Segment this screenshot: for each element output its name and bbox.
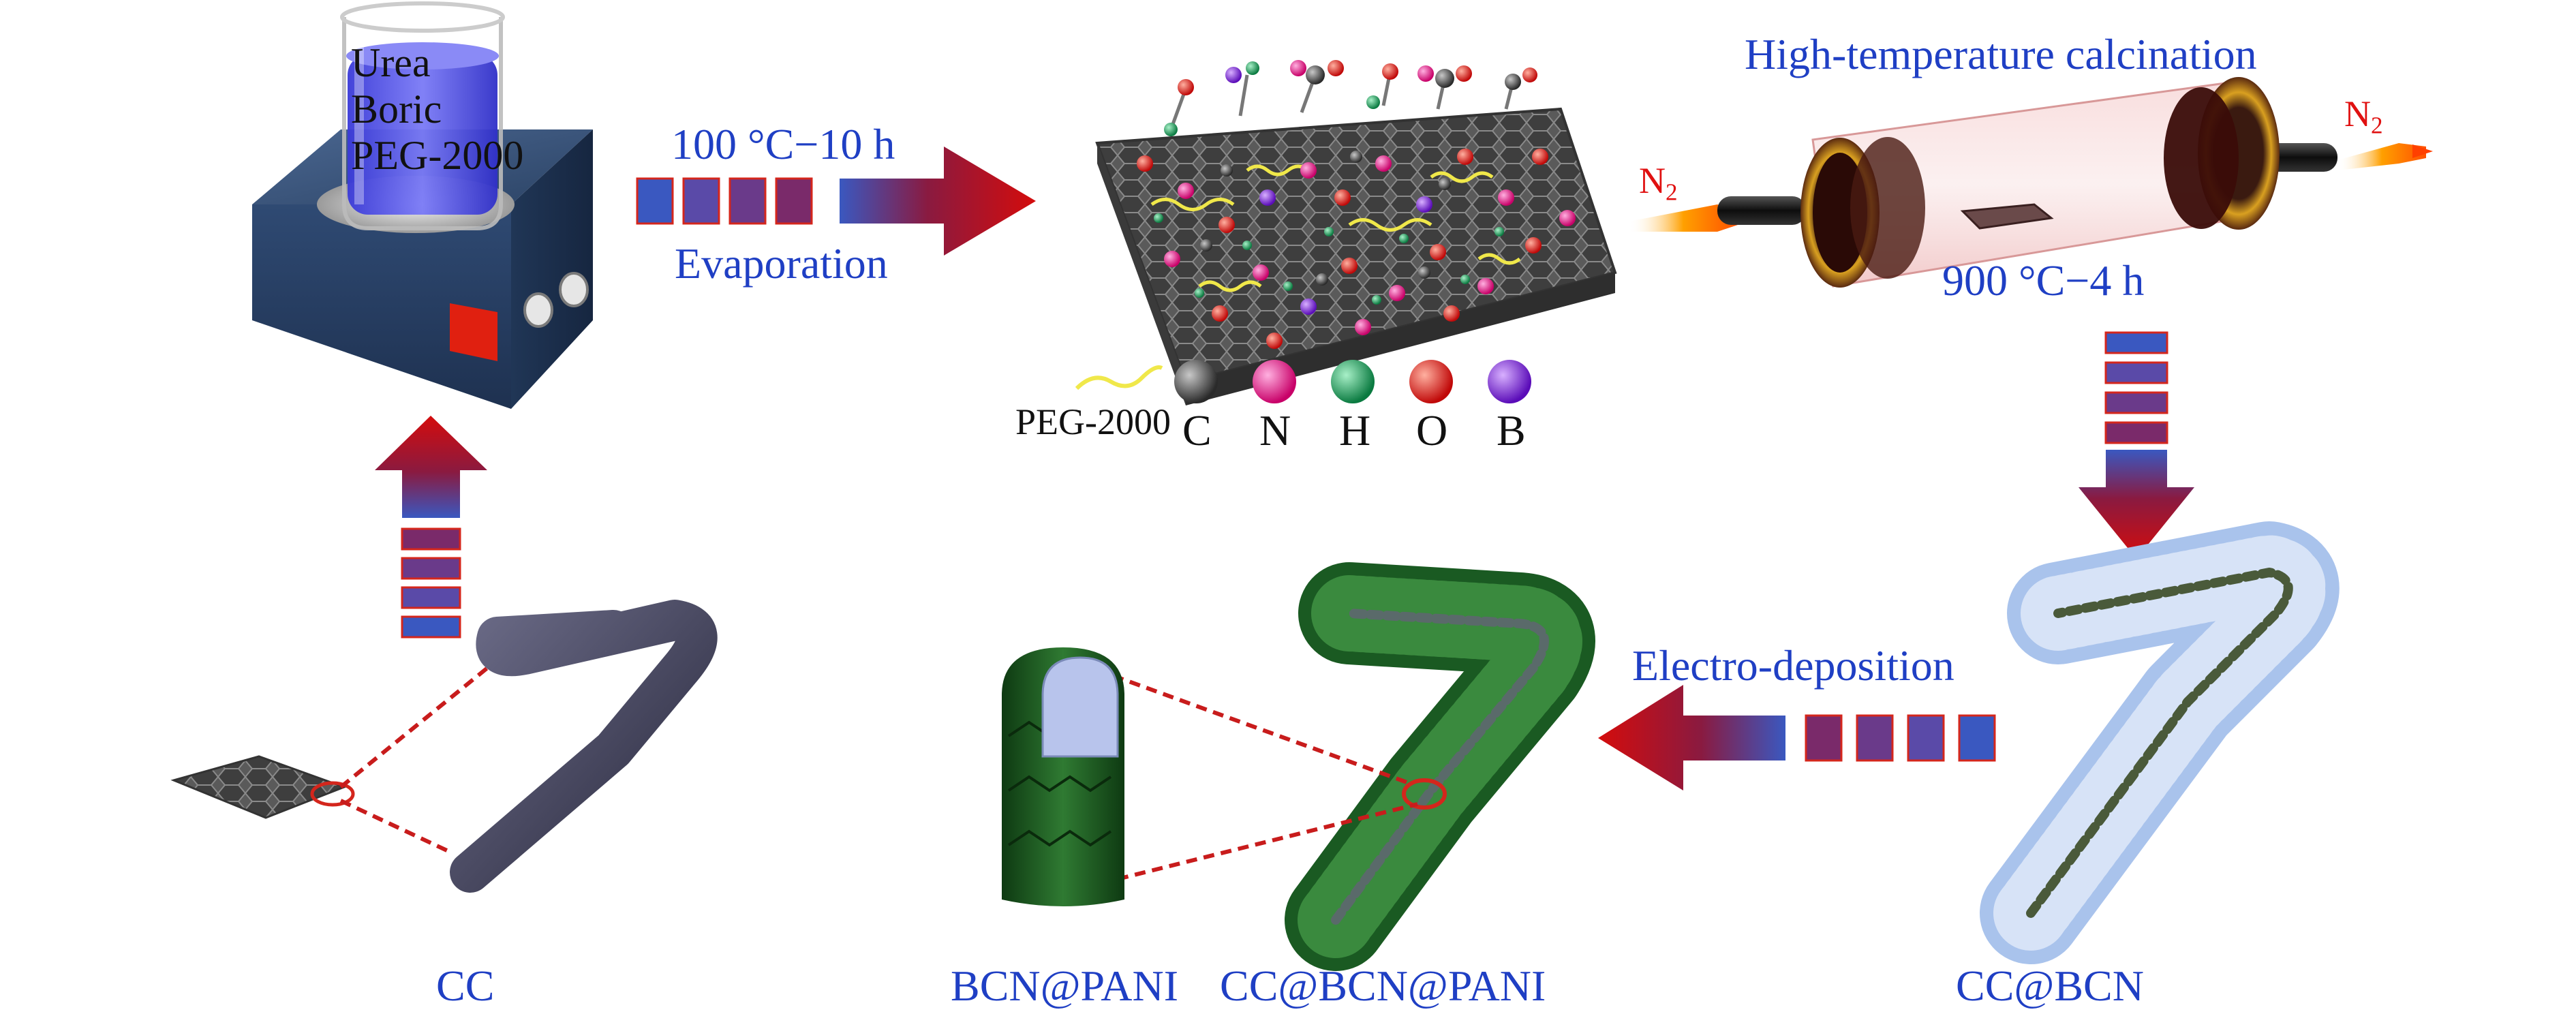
gas-in-label: N2	[1639, 160, 1678, 206]
cc-carbon-cloth	[170, 600, 718, 893]
rod-left	[1717, 196, 1806, 225]
beaker-label-peg: PEG-2000	[351, 133, 524, 178]
arrow3-seg-4	[1805, 714, 1843, 762]
step2-name: High-temperature calcination	[1745, 30, 2257, 78]
arrow2-seg-2	[2104, 361, 2168, 384]
arrow1-seg-3	[729, 177, 767, 225]
legend-atom-h	[1331, 360, 1375, 403]
arrow4-seg-2	[401, 586, 461, 609]
pani-zoom-marker	[1402, 778, 1447, 810]
beaker-rim	[340, 1, 505, 33]
sheet-edge-left	[1097, 143, 1186, 405]
legend-peg-swatch	[1075, 365, 1163, 390]
gas-out-arrow	[2337, 143, 2426, 170]
bcn-pani-pill	[1002, 647, 1124, 906]
cc-bcn-fiber	[1980, 521, 2340, 964]
arrow-evaporation	[636, 147, 1036, 256]
cc-bcn-pani-fiber	[1285, 562, 1595, 971]
arrow1-seg-2	[682, 177, 720, 225]
bcn-precursor-sheet	[1095, 60, 1617, 405]
tube-inner-right	[2164, 87, 2239, 229]
stirrer-knob-1	[523, 292, 553, 328]
gas-out-label: N2	[2344, 93, 2383, 139]
step1-name: Evaporation	[675, 239, 888, 288]
beaker	[340, 1, 505, 230]
cc-sheet	[170, 755, 348, 819]
legend	[1075, 360, 1531, 403]
cc-zoom-lines	[339, 652, 506, 854]
arrow4-seg-1	[401, 615, 461, 639]
surface-groups	[1164, 60, 1537, 136]
liquid-surface	[346, 42, 499, 70]
sample-boat	[1960, 203, 2054, 230]
peg-chains	[1150, 164, 1521, 292]
beaker-highlight	[354, 41, 364, 204]
pill-cutaway	[1041, 656, 1119, 758]
tube-furnace	[1629, 77, 2433, 288]
arrow4-seg-3	[401, 557, 461, 580]
legend-o-label: O	[1416, 406, 1448, 455]
bcn-fiber-core	[2026, 568, 2293, 918]
arrow-electrodeposition	[1598, 685, 1996, 790]
legend-atom-n	[1253, 360, 1296, 403]
legend-atom-o	[1409, 360, 1453, 403]
stirrer-side	[511, 129, 593, 409]
arrow3-head	[1598, 685, 1785, 790]
tube-inner-left	[1850, 137, 1925, 279]
legend-atom-b	[1488, 360, 1531, 403]
arrow1-seg-4	[775, 177, 813, 225]
legend-b-label: B	[1497, 406, 1526, 455]
cc-fiber	[450, 600, 718, 893]
label-cc: CC	[436, 962, 495, 1010]
legend-c-label: C	[1182, 406, 1212, 455]
legend-n-label: N	[1259, 406, 1291, 455]
beaker-liquid	[348, 55, 497, 215]
arrow4-head	[375, 416, 487, 518]
cc-zoom-marker	[310, 781, 355, 807]
arrow2-seg-1	[2104, 331, 2168, 354]
label-bcn-pani: BCN@PANI	[951, 962, 1178, 1010]
beaker-glass	[342, 17, 503, 230]
label-cc-bcn-pani: CC@BCN@PANI	[1220, 962, 1546, 1010]
sheet-atoms	[1137, 149, 1576, 349]
label-cc-bcn: CC@BCN	[1956, 962, 2144, 1010]
arrow-cc-to-precursor	[375, 416, 487, 639]
gas-in-arrow	[1629, 204, 1738, 232]
legend-peg-label: PEG-2000	[1015, 401, 1171, 442]
arrow2-seg-3	[2104, 391, 2168, 414]
arrow2-seg-4	[2104, 421, 2168, 444]
arrow1-seg-1	[636, 177, 674, 225]
step2-condition: 900 °C−4 h	[1942, 256, 2145, 305]
arrow-calcination	[2079, 331, 2194, 559]
arrow4-seg-4	[401, 527, 461, 551]
legend-atom-c	[1174, 360, 1218, 403]
pani-fiber-core	[1331, 609, 1549, 925]
beaker-label-urea: Urea	[351, 40, 431, 85]
stirrer-display	[450, 303, 497, 361]
stirrer-front	[252, 204, 511, 409]
arrow3-seg-3	[1856, 714, 1894, 762]
legend-h-label: H	[1339, 406, 1371, 455]
arrow2-head	[2079, 450, 2194, 559]
beaker-label-boric: Boric	[351, 87, 442, 132]
arrow1-head	[840, 147, 1036, 256]
step1-condition: 100 °C−10 h	[671, 120, 895, 168]
arrow3-seg-1	[1958, 714, 1996, 762]
gas-out-tip	[2412, 144, 2433, 158]
stirrer-knob-2	[559, 272, 589, 307]
step3-name: Electro-deposition	[1632, 641, 1954, 690]
arrow3-seg-2	[1907, 714, 1945, 762]
